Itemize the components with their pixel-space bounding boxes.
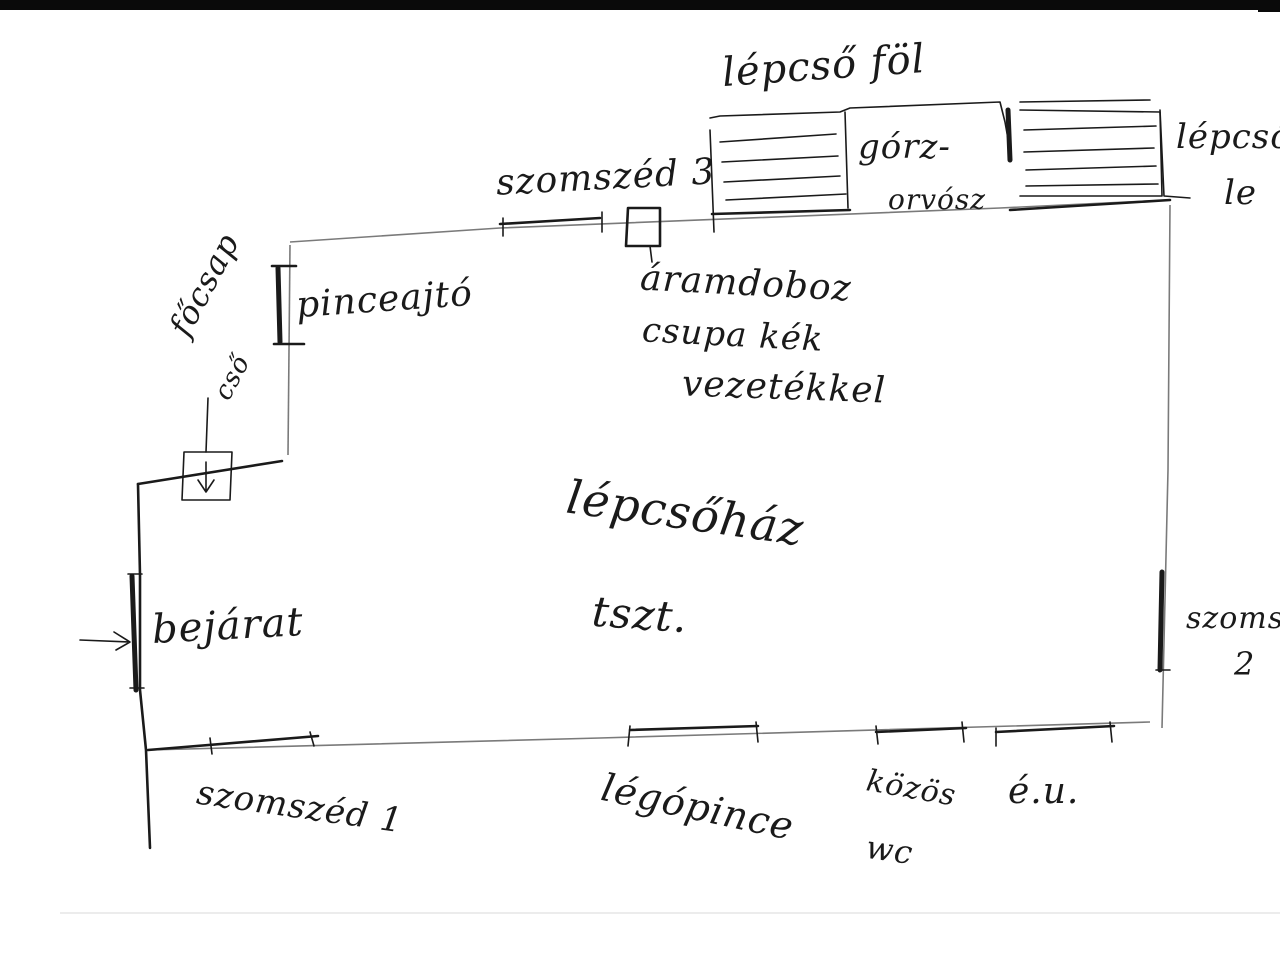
scan-corner-mark: [1258, 0, 1280, 12]
room-outline-bottom: [147, 721, 1151, 751]
main-valve-box: [181, 451, 233, 501]
main-valve-leader: [205, 397, 209, 453]
air-cellar-tick-left: [627, 725, 631, 747]
top-wall-segment: [710, 208, 852, 216]
label-eu: é.u.: [1008, 771, 1080, 812]
left-jog-wall: [136, 459, 284, 486]
neighbor-1-tick-left: [209, 737, 213, 755]
neighbor-1-tick-right: [309, 731, 315, 747]
entrance-arrow: [79, 631, 131, 651]
room-outline-left-upper: [287, 244, 291, 456]
neighbor-1-door: [146, 734, 320, 752]
eu-door: [994, 724, 1116, 734]
shared-wc-tick-right: [961, 721, 965, 743]
top-wall-segment-right: [1008, 198, 1172, 212]
stairs-down-step-1: [1023, 125, 1157, 131]
label-entrance: bejárat: [150, 599, 305, 653]
air-cellar-tick-right: [755, 721, 759, 743]
room-outline-top: [289, 199, 1171, 243]
stairs-down-outline: [1019, 99, 1151, 103]
label-neighbor-2-2: 2: [1234, 645, 1256, 683]
left-wall: [136, 482, 152, 850]
stairs-up-left-edge: [709, 129, 715, 233]
air-cellar-door: [628, 724, 760, 732]
label-gorz-1: górz-: [858, 127, 951, 167]
stairs-down-step-4: [1025, 183, 1159, 187]
shared-wc-tick-left: [875, 725, 879, 745]
label-fusebox-2: csupa kék: [641, 310, 825, 360]
label-shared-wc-2: wc: [863, 827, 916, 873]
neighbor-2-door: [1157, 569, 1165, 673]
stairs-down-frame: [1019, 109, 1163, 197]
stairs-down-door: [1005, 107, 1013, 163]
fusebox-leader: [649, 245, 653, 263]
stairs-down-right-edge: [1159, 109, 1191, 199]
room-outline-right: [1161, 204, 1171, 729]
eu-tick-right: [1109, 721, 1113, 743]
label-stairs-down-1: lépcső: [1176, 117, 1280, 157]
shared-wc-door: [874, 726, 968, 734]
stairs-down-step-2: [1023, 147, 1155, 153]
main-valve-arrow: [197, 461, 215, 493]
stairs-up-step-4: [725, 193, 847, 201]
basement-door: [275, 265, 283, 345]
stairs-up-step-2: [721, 155, 839, 163]
stairs-down-step-3: [1025, 165, 1157, 171]
stairs-up-divider: [844, 111, 849, 209]
scan-top-edge: [0, 0, 1280, 10]
fusebox-square: [624, 206, 662, 248]
stairs-up-outline: [709, 101, 1011, 151]
label-fusebox-3: vezetékkel: [681, 363, 887, 412]
stairs-up-step-3: [723, 175, 841, 183]
paper-bottom-edge: [60, 912, 1280, 914]
entrance-door: [129, 573, 139, 693]
label-neighbor-2-1: szoms: [1186, 601, 1280, 636]
label-stairs-down-2: le: [1224, 173, 1257, 213]
stairs-up-step-1: [719, 133, 837, 143]
neighbor-3-door: [498, 216, 602, 226]
label-gorz-2: orvósz: [888, 183, 987, 216]
label-stairwell-2: tszt.: [590, 586, 690, 643]
